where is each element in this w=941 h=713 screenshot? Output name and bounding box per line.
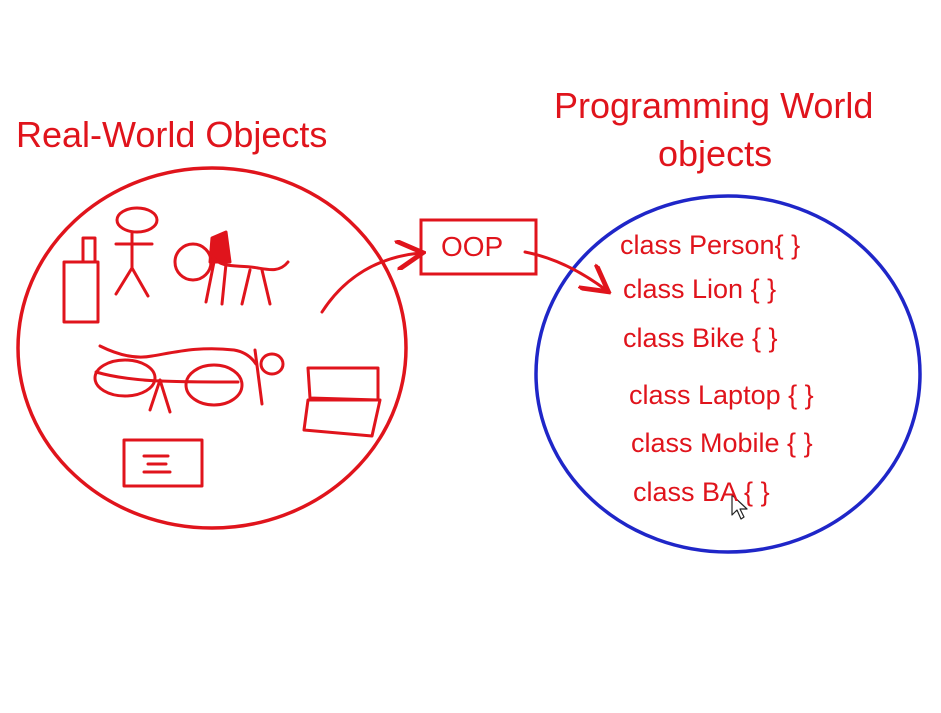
class-bike: class Bike { } [623,323,778,353]
phone-icon [62,236,100,324]
class-lion: class Lion { } [623,274,777,304]
programming-world-title-line1: Programming World [554,85,874,126]
arrow-to-classes [523,250,606,290]
person-icon [114,206,159,298]
lion-icon [173,230,290,306]
real-world-circle [16,166,408,530]
class-ba: class BA { } [633,477,770,507]
class-person: class Person{ } [620,230,801,260]
bike-icon [93,344,285,414]
oop-label: OOP [441,231,504,262]
class-laptop: class Laptop { } [629,380,814,410]
mouse-pointer-icon [731,494,748,520]
class-mobile: class Mobile { } [631,428,813,458]
programming-world-title-line2: objects [658,133,773,174]
real-world-title: Real-World Objects [16,114,328,155]
card-icon [122,438,204,488]
oop-box [419,218,538,276]
arrow-to-oop [320,253,420,314]
programming-world-circle [534,194,922,554]
laptop-icon [302,366,382,438]
